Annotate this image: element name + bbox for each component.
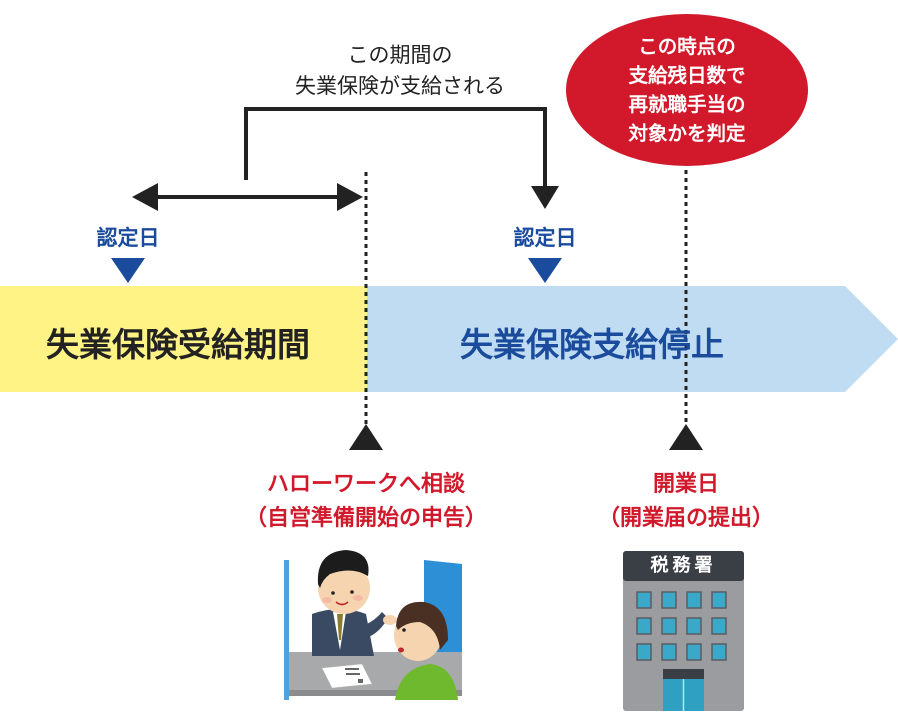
top-caption-line2: 失業保険が支給される (295, 74, 505, 98)
phase2-arrow-bar (367, 286, 898, 392)
event-opening-note: （開業届の提出） (597, 506, 774, 531)
callout-line: 対象かを判定 (628, 122, 746, 145)
event-opening-label: 開業日 （開業届の提出） (576, 468, 796, 536)
event-opening-triangle (669, 424, 703, 450)
phase2-label: 失業保険支給停止 (460, 325, 724, 364)
top-caption: この期間の 失業保険が支給される (250, 40, 550, 102)
window-grid (636, 591, 727, 661)
tax-office-sign: 税務署 (650, 555, 717, 576)
event-consultation-triangle (349, 424, 383, 450)
nintei-right-label: 認定日 (513, 226, 577, 250)
tax-office-building-illustration (623, 551, 744, 711)
callout-line: 支給残日数で (628, 64, 746, 87)
event-consultation-title: ハローワークへ相談 (266, 472, 465, 497)
event-consultation-label: ハローワークへ相談 （自営準備開始の申告） (216, 468, 516, 536)
bracket-connector (244, 107, 547, 190)
nintei-left-triangle (111, 258, 145, 283)
nintei-left-label: 認定日 (96, 226, 160, 250)
event-opening-title: 開業日 (652, 472, 719, 497)
callout-ellipse: この時点の 支給残日数で 再就職手当の 対象かを判定 (566, 14, 808, 166)
event-consultation-note: （自営準備開始の申告） (244, 506, 487, 531)
phase1-label: 失業保険受給期間 (46, 325, 310, 364)
double-arrow-left-head (132, 183, 158, 211)
phase1-bar (0, 286, 367, 392)
callout-line: 再就職手当の (628, 93, 746, 116)
bracket-arrowhead-down (531, 186, 559, 209)
consultation-illustration (284, 550, 462, 700)
callout-line: この時点の (638, 35, 736, 58)
nintei-right-triangle (528, 258, 562, 283)
top-caption-line1: この期間の (347, 43, 453, 67)
double-arrow-right-head (337, 183, 363, 211)
